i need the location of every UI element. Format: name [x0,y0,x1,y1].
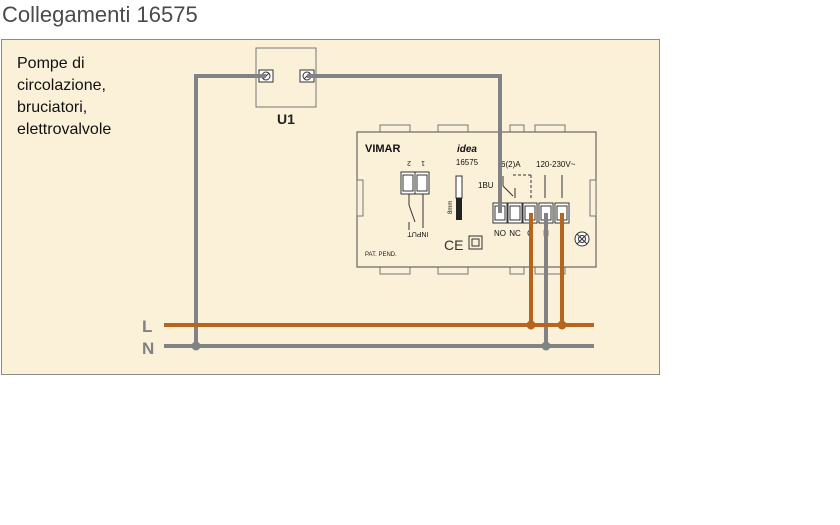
double-insulation-icon [468,235,483,250]
page-title: Collegamenti 16575 [2,2,198,27]
junction-dot [541,341,551,351]
junction-dot [191,341,201,351]
terminal-label: NC [509,229,521,238]
input-terminal-number: 1 [421,159,425,166]
load-label: U1 [277,111,295,127]
description-line: Pompe di [17,55,85,72]
device-body [356,131,597,268]
input-label: INPUT [407,230,429,237]
description-line: circolazione, [17,77,106,94]
load-u1: U1 [255,47,317,127]
strip-length: 8mm [448,201,454,214]
junction-dot [557,320,567,330]
input-terminal-block: 2 1 INPUT [400,159,430,237]
description-line: bruciatori, [17,99,88,116]
load-description: Pompe di circolazione, bruciatori, elett… [17,53,111,141]
supply-rating: 120-230V~ [536,160,576,169]
device-brand: VIMAR [365,143,401,155]
wiring [164,74,594,351]
terminal-label: NO [494,229,506,238]
mounting-screw-icon [574,231,590,247]
description-line: elettrovalvole [17,121,112,138]
input-terminal-number: 2 [407,159,411,166]
device-code: 16575 [456,158,479,167]
device-16575: VIMAR idea 16575 1BU 6(2)A 120-230V~ 2 1… [356,124,597,275]
relay-rating: 6(2)A [501,160,521,169]
strip-gauge-icon: 8mm [448,175,463,220]
patent-label: PAT. PEND. [365,252,397,258]
switch-contact-icon [408,204,416,223]
device-series: idea [457,144,477,155]
device-module: 1BU [478,181,494,190]
junction-dot [526,320,536,330]
neutral-wire-load [194,74,266,346]
phase-label: L [142,317,152,336]
load-to-no-wire [307,74,502,213]
relay-contact-icon [502,174,563,198]
ce-mark: CE [444,237,463,253]
neutral-label: N [142,339,154,358]
